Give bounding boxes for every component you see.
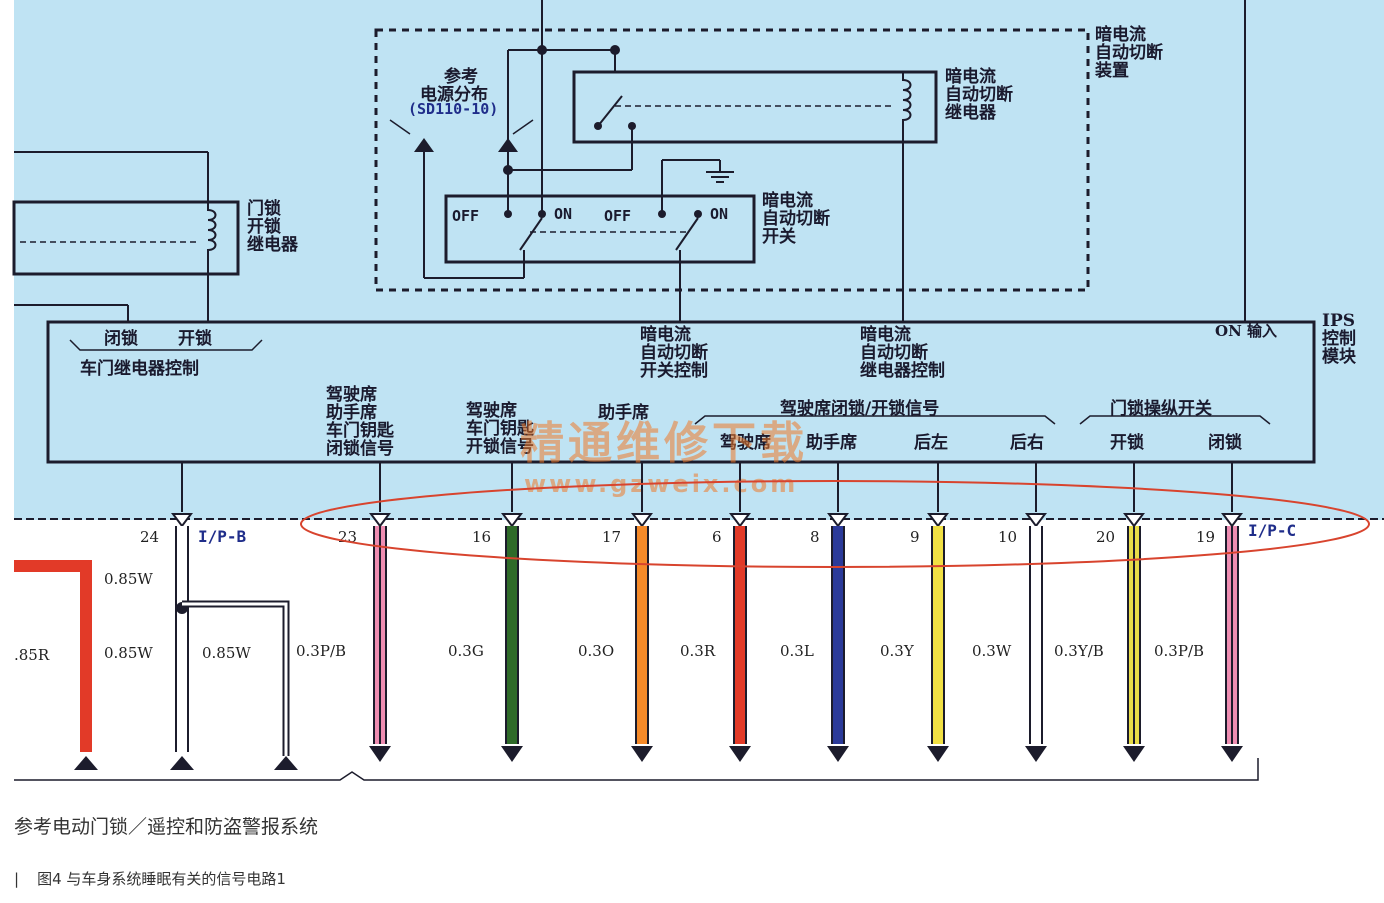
pin-arrow-icon	[501, 513, 523, 528]
wire-gauge: 0.3R	[680, 642, 716, 660]
arrow-down-icon	[927, 746, 949, 762]
pin-number: 6	[712, 528, 722, 546]
pin-arrow-icon	[1123, 513, 1145, 528]
arrow-down-icon	[501, 746, 523, 762]
arrow-up-icon	[414, 138, 434, 152]
door-unlock-relay-box	[12, 200, 240, 276]
pin-number: 20	[1096, 528, 1115, 546]
wire-gauge: 0.3Y/B	[1054, 642, 1104, 660]
rear-right-label: 后右	[1010, 432, 1044, 453]
pin-arrow-icon	[927, 513, 949, 528]
ips-module-label: IPS 控制 模块	[1322, 311, 1362, 367]
red-gauge: .85R	[14, 646, 50, 664]
door-relay-coil	[207, 202, 217, 276]
pin-number: 19	[1196, 528, 1215, 546]
on-input-label: ON 输入	[1215, 322, 1277, 340]
pin-arrow-icon	[171, 513, 193, 528]
pin-number: 9	[910, 528, 920, 546]
passenger2-label: 助手席	[806, 432, 857, 453]
caption-bar: |	[14, 870, 20, 888]
dark-current-switch-box	[444, 194, 756, 264]
wire-gauge: 0.3P/B	[296, 642, 346, 660]
driver-key-unlock-label: 驾驶席 车门钥匙 开锁信号	[466, 400, 540, 457]
on2-label: ON	[710, 205, 728, 223]
arrow-down-icon	[729, 746, 751, 762]
on1-label: ON	[554, 205, 572, 223]
dark-current-switch-label: 暗电流 自动切断 开关	[762, 190, 836, 247]
pin-number: 10	[998, 528, 1017, 546]
arrow-down-icon	[1221, 746, 1243, 762]
open-label: 开锁	[1110, 432, 1144, 453]
pin-arrow-icon	[369, 513, 391, 528]
off2-label: OFF	[604, 207, 631, 225]
wire-gauge: 0.3L	[780, 642, 814, 660]
wire-gauge: 0.3Y	[880, 642, 915, 660]
pin-arrow-icon	[1025, 513, 1047, 528]
wire-gauge: 0.3G	[448, 642, 484, 660]
door-lock-signal-header: 驾驶席闭锁/开锁信号	[780, 398, 939, 419]
arrow-down-icon	[631, 746, 653, 762]
dark-current-device-box	[374, 28, 1090, 292]
switch-control-label: 暗电流 自动切断 开关控制	[640, 324, 714, 381]
door-unlock-relay-label: 门锁 开锁 继电器	[247, 198, 299, 255]
dark-current-relay-box	[572, 70, 938, 144]
pin-arrow-icon	[827, 513, 849, 528]
pin-number: 8	[810, 528, 820, 546]
arrow-down-icon	[369, 746, 391, 762]
arrow-up-icon	[498, 138, 518, 152]
pin-number: 16	[472, 528, 491, 546]
w-gauge-mid: 0.85W	[104, 644, 153, 662]
relay-contact	[597, 95, 623, 127]
caption-text: 图4 与车身系统睡眠有关的信号电路1	[37, 870, 286, 888]
lock-label: 闭锁	[104, 328, 138, 349]
arrow-down-icon	[1025, 746, 1047, 762]
relay-coil	[902, 72, 912, 142]
diagram-panel	[14, 0, 1384, 520]
door-relay-control-label: 车门继电器控制	[80, 358, 199, 379]
reference-power-label: 参考 电源分布	[420, 66, 488, 105]
ips-module-box	[46, 320, 1316, 464]
passenger-label: 助手席	[598, 402, 649, 423]
door-switch-header: 门锁操纵开关	[1110, 398, 1212, 419]
reference-text: 参考电动门锁／遥控和防盗警报系统	[14, 816, 319, 838]
dark-current-relay-label: 暗电流 自动切断 继电器	[945, 66, 1019, 123]
relay-control-label: 暗电流 自动切断 继电器控制	[860, 324, 945, 381]
driver-label: 驾驶席	[720, 432, 771, 453]
arrow-up-icon	[170, 756, 194, 770]
close-label: 闭锁	[1208, 432, 1242, 453]
connector-ipb: I/P-B	[198, 527, 247, 546]
wires: 240.3P/B230.3G160.3O170.3R60.3L80.3Y90.3…	[140, 462, 1243, 762]
key-lock-signal-label: 驾驶席 助手席 车门钥匙 闭锁信号	[326, 384, 400, 459]
arrow-up-icon	[74, 756, 98, 770]
unlock-label: 开锁	[178, 328, 212, 349]
rear-left-label: 后左	[914, 432, 948, 453]
w-gauge-right: 0.85W	[202, 644, 251, 662]
pin-arrow-icon	[729, 513, 751, 528]
wire-gauge: 0.3O	[578, 642, 614, 660]
off1-label: OFF	[452, 207, 479, 225]
arrow-down-icon	[827, 746, 849, 762]
w-gauge-top: 0.85W	[104, 570, 153, 588]
arrow-up-icon	[274, 756, 298, 770]
connector-ipc: I/P-C	[1248, 521, 1296, 540]
watermark-cn: 精通维修下载	[520, 418, 808, 469]
figure-caption: | 图4 与车身系统睡眠有关的信号电路1	[14, 868, 286, 889]
reference-code: (SD110-10)	[408, 100, 498, 118]
wire-gauge: 0.3W	[972, 642, 1012, 660]
arrow-down-icon	[1123, 746, 1145, 762]
pin-number: 17	[602, 528, 621, 546]
red-wire	[14, 560, 92, 752]
pin-arrow-icon	[1221, 513, 1243, 528]
highlight-ellipse	[300, 480, 1370, 568]
wire-gauge: 0.3P/B	[1154, 642, 1204, 660]
dark-current-device-label: 暗电流 自动切断 装置	[1094, 24, 1169, 81]
pin-number: 24	[140, 528, 159, 546]
pin-arrow-icon	[631, 513, 653, 528]
